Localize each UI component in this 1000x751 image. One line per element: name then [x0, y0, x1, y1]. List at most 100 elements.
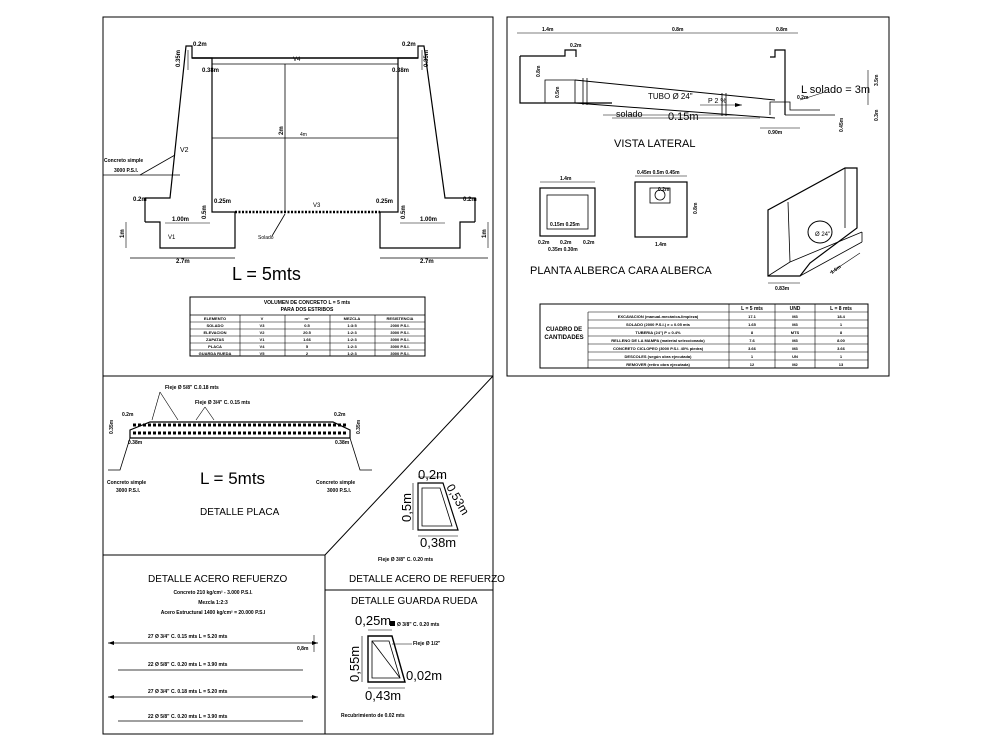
acero-left: 0,5m	[399, 493, 414, 522]
concrete-label-1: Concreto simple	[104, 158, 143, 164]
planta-w: 1.4m	[560, 176, 572, 182]
qty-table-cell: 18.4	[837, 314, 846, 319]
acero-bottom: 0,38m	[420, 535, 456, 550]
volume-table-cell: GUARDA RUEDA	[199, 351, 232, 356]
iso-pipe: Ø 24"	[815, 232, 830, 238]
qty-table-cell: 17.1	[748, 314, 757, 319]
dim-sub-left: 1m	[120, 229, 126, 238]
concrete-right-1: Concreto simple	[316, 480, 355, 486]
placa-length: L = 5mts	[200, 469, 265, 488]
title-vista-lateral: VISTA LATERAL	[614, 138, 696, 150]
dim-mid: 4m	[300, 132, 307, 138]
placa-tr: 0.2m	[334, 412, 346, 418]
placa-bl: 0.38m	[128, 440, 143, 446]
qty-h-l5: L = 5 mts	[741, 306, 763, 312]
detalle-placa	[108, 391, 372, 471]
volume-table-cell: 0.5	[304, 323, 310, 328]
dim-foot-right: 0.25m	[376, 199, 393, 205]
qty-table-cell: EXCAVACION (manual-mecánica-limpieza)	[618, 314, 699, 319]
planta-b2: 0.2m	[560, 240, 572, 246]
concrete-left-1: Concreto simple	[107, 480, 146, 486]
volume-table-cell: 3000 P.S.I.	[390, 351, 409, 356]
volume-table-cell: 20.5	[303, 330, 312, 335]
qty-table-cell: 1	[840, 354, 843, 359]
label-v4: V4	[293, 57, 301, 63]
cara-top: 0.45m 0.5m 0.45m	[637, 170, 680, 176]
planta-inner: 0.15m 0.25m	[550, 222, 580, 228]
title-placa: DETALLE PLACA	[200, 507, 280, 518]
panel-alberca-border	[506, 16, 890, 377]
volume-table-cell: ELEVACION	[203, 330, 226, 335]
concrete-left-2: 3000 P.S.I.	[116, 488, 141, 494]
dim-right-side: 0.35m	[424, 50, 430, 67]
dim-center: 2m	[279, 126, 285, 135]
dim-bottom-right-text: 2.7m	[420, 259, 434, 265]
acero-line3: Acero Estructural 1400 kg/cm² = 20.000 P…	[161, 610, 266, 616]
lat-dim-right: 3.5m	[874, 74, 880, 86]
rebar-lines	[108, 635, 318, 722]
label-v3: V3	[313, 203, 321, 209]
qty-table-cell: SOLADO (2000 P.S.I.) e = 0.05 mts	[626, 322, 691, 327]
qty-table-cell: CONCRETO CICLOPEO (3000 P.S.I. 40% piedr…	[613, 346, 704, 351]
dim-base-left: 1.00m	[172, 217, 189, 223]
length-label: L = 5mts	[232, 264, 301, 284]
acero-top: 0,2m	[418, 467, 447, 482]
qty-label: CUADRO DE CANTIDADES	[544, 327, 584, 341]
concrete-right-2: 3000 P.S.I.	[327, 488, 352, 494]
volume-table-header: V	[261, 316, 264, 321]
qty-table-cell: 3.66	[748, 346, 757, 351]
lat-dim-1: 1.4m	[542, 27, 554, 33]
solado-label-lat: solado	[616, 109, 643, 119]
dim-inner-right: 0.38m	[392, 68, 409, 74]
placa-tl: 0.2m	[122, 412, 134, 418]
concrete-label-2: 3000 P.S.I.	[114, 168, 139, 174]
qty-table-cell: M2	[792, 362, 798, 367]
qty-table-cell: REMOVER (retiro obra ejecutada)	[626, 362, 690, 367]
guarda-rueda	[361, 621, 412, 689]
detalle-acero-small	[412, 476, 459, 537]
guarda-left: 0,55m	[347, 646, 362, 682]
qty-table-cell: 1	[751, 354, 754, 359]
cara-alberca	[634, 175, 688, 238]
bar-1: 27 Ø 3/4" C. 0.15 mts L = 5.20 mts	[148, 634, 228, 640]
volume-table-cell: V2	[260, 330, 266, 335]
placa-lh: 0.35m	[109, 419, 115, 434]
acero-line2: Mezcla 1:2:3	[198, 600, 228, 606]
iso-l: 1.6m	[830, 264, 843, 276]
qty-table-cell: 3.66	[837, 346, 846, 351]
volume-table-cell: 1:2:3	[347, 337, 357, 342]
lat-dim-top: 0.2m	[570, 43, 582, 49]
l-solado-label: L solado = 3m	[801, 84, 870, 96]
fleje-1: Fleje Ø 5/8" C.0.18 mts	[165, 385, 219, 391]
bar-3: 27 Ø 3/4" C. 0.18 mts L = 5.20 mts	[148, 689, 228, 695]
slope-label: P 2 %	[708, 98, 727, 105]
volume-table-cell: 1:2:3	[347, 330, 357, 335]
qty-table-cell: TUBERIA (24") P = 0.4%	[635, 330, 681, 335]
bar-2: 22 Ø 5/8" C. 0.20 mts L = 3.90 mts	[148, 662, 228, 668]
volume-table-cell: 3000 P.S.I.	[390, 344, 409, 349]
dim-left-side: 0.35m	[176, 50, 182, 67]
qty-table-cell: 12	[750, 362, 755, 367]
volume-table-cell: 3000 P.S.I.	[390, 337, 409, 342]
volume-table-cell: 1.66	[303, 337, 312, 342]
lat-dim-left: 0.8m	[536, 65, 542, 77]
guarda-top: 0,25m	[355, 613, 391, 628]
planta-b1: 0.2m	[538, 240, 550, 246]
title-planta: PLANTA ALBERCA	[530, 265, 626, 277]
title-acero-refuerzo: DETALLE ACERO REFUERZO	[148, 574, 288, 585]
placa-br: 0.38m	[335, 440, 350, 446]
cara-w: 1.4m	[655, 242, 667, 248]
title-acero-small: DETALLE ACERO DE REFUERZO	[349, 574, 505, 585]
placa-rh: 0.35m	[356, 419, 362, 434]
dim-top-left: 0.2m	[193, 42, 207, 48]
dim-bottom-left-text: 2.7m	[176, 259, 190, 265]
left-abutment	[144, 45, 236, 249]
vista-lateral	[517, 32, 869, 129]
label-v1: V1	[168, 235, 176, 241]
qty-table-cell: MTS	[791, 330, 800, 335]
planta-alberca	[539, 181, 596, 237]
volume-table-cell: 1:2:3	[347, 344, 357, 349]
volume-table-cell: 1:3:5	[347, 323, 357, 328]
volume-table-header: m³	[305, 316, 311, 321]
guarda-bottom: 0,43m	[365, 688, 401, 703]
